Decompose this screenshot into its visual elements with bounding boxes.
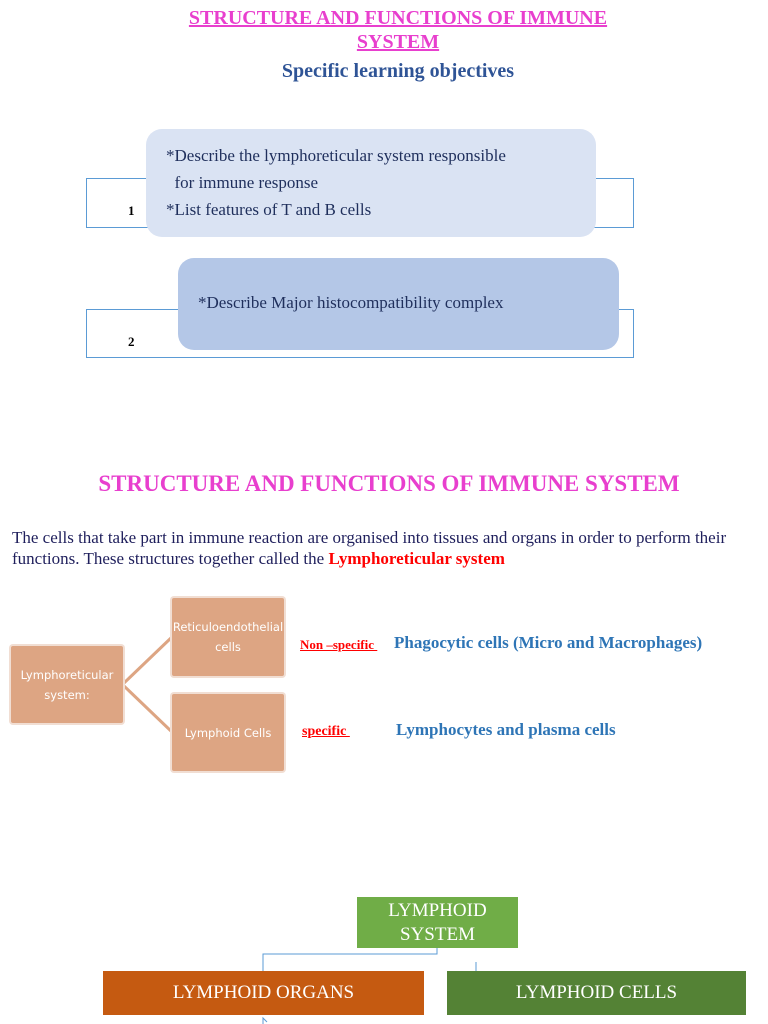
connector-upper: [122, 635, 174, 685]
page-title-line-1: STRUCTURE AND FUNCTIONS OF IMMUNE: [188, 7, 608, 29]
reticuloendothelial-label: Reticuloendothelial cells: [172, 620, 284, 654]
lymphoid-system-box: LYMPHOID SYSTEM: [357, 897, 518, 948]
lymphocytes-text: Lymphocytes and plasma cells: [396, 720, 616, 739]
reticuloendothelial-box: Reticuloendothelial cells: [172, 598, 284, 676]
objective-2-bubble: *Describe Major histocompatibility compl…: [178, 258, 619, 350]
specific-tag: specific: [302, 724, 350, 739]
objective-1-line-3: *List features of T and B cells: [166, 200, 372, 219]
lymphoreticular-root-box: Lymphoreticular system:: [11, 646, 123, 723]
section-title: STRUCTURE AND FUNCTIONS OF IMMUNE SYSTEM: [98, 471, 680, 496]
connector-lower: [122, 684, 174, 734]
intro-paragraph: The cells that take part in immune react…: [12, 527, 752, 569]
objective-1-line-2: for immune response: [166, 173, 319, 192]
connector-root-to-organs: [262, 948, 438, 971]
intro-text: The cells that take part in immune react…: [12, 528, 727, 568]
objective-1-line-1: *Describe the lymphoreticular system res…: [166, 146, 506, 165]
page-title: STRUCTURE AND FUNCTIONS OF IMMUNE SYSTEM: [0, 6, 768, 54]
objective-1-bubble: *Describe the lymphoreticular system res…: [146, 129, 596, 237]
lymphoid-cells-label: Lymphoid Cells: [184, 725, 272, 740]
non-specific-tag: Non –specific: [300, 637, 378, 652]
objective-1-number: 1: [128, 203, 135, 218]
lymphoid-cells-box: Lymphoid Cells: [172, 694, 284, 771]
lymphoid-cells-bar: LYMPHOID CELLS: [447, 971, 746, 1015]
lymphoid-organs-box: LYMPHOID ORGANS: [103, 971, 424, 1015]
objectives-heading: Specific learning objectives: [281, 60, 515, 82]
lymphoid-cells-bar-label: LYMPHOID CELLS: [515, 982, 678, 1003]
lymphoreticular-root-label: Lymphoreticular system:: [20, 667, 114, 702]
objective-2-number: 2: [128, 334, 135, 349]
phagocytic-cells-text: Phagocytic cells (Micro and Macrophages): [394, 633, 703, 652]
intro-highlight: Lymphoreticular system: [328, 549, 505, 568]
lymphoid-system-label: LYMPHOID SYSTEM: [388, 899, 487, 945]
objective-2-line-1: *Describe Major histocompatibility compl…: [198, 293, 504, 312]
page-title-line-2: SYSTEM: [356, 31, 440, 53]
connector-organs-below: [262, 1016, 268, 1024]
lymphoid-organs-label: LYMPHOID ORGANS: [172, 982, 355, 1003]
